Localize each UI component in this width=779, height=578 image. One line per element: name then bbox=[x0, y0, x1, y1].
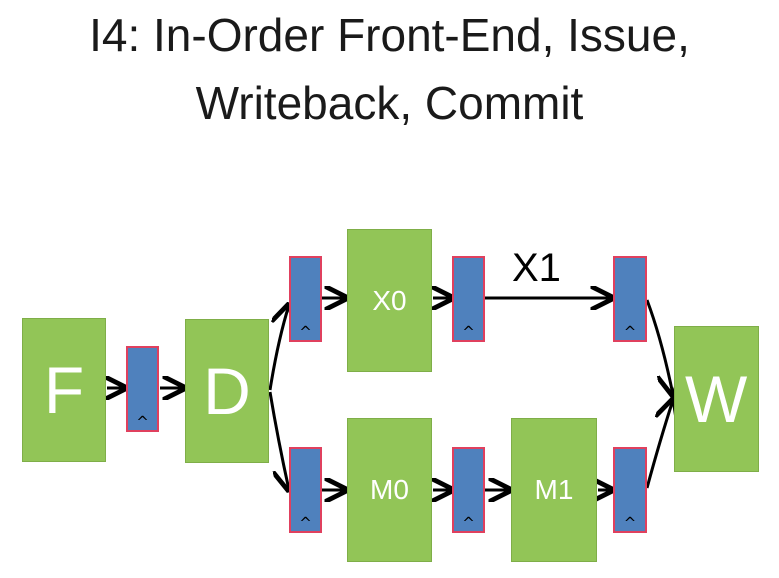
arrow-upper-reg-to-w bbox=[645, 299, 673, 395]
slide-title-line-1: I4: In-Order Front-End, Issue, bbox=[89, 9, 690, 61]
stage-m0: M0 bbox=[347, 418, 432, 562]
pipeline-register-d-m0: ^ bbox=[289, 447, 322, 533]
register-clock-mark: ^ bbox=[623, 514, 637, 532]
stage-d: D bbox=[185, 319, 269, 463]
stage-m1: M1 bbox=[511, 418, 597, 562]
arrow-d-to-upper-reg bbox=[268, 305, 289, 391]
arrow-lower-reg-to-w bbox=[645, 400, 673, 489]
pipeline-register-m1-w: ^ bbox=[613, 447, 647, 533]
register-clock-mark: ^ bbox=[462, 514, 475, 532]
register-clock-mark: ^ bbox=[299, 514, 312, 532]
register-clock-mark: ^ bbox=[299, 323, 312, 341]
slide-title-line-2: Writeback, Commit bbox=[195, 77, 584, 129]
register-clock-mark: ^ bbox=[623, 323, 637, 341]
label-x1: X1 bbox=[512, 246, 561, 290]
pipeline-register-x1-w: ^ bbox=[613, 256, 647, 342]
register-clock-mark: ^ bbox=[462, 323, 475, 341]
arrow-d-to-lower-reg bbox=[268, 391, 289, 490]
pipeline-register-f-d: ^ bbox=[126, 346, 159, 432]
stage-w: W bbox=[674, 326, 759, 472]
pipeline-register-d-x0: ^ bbox=[289, 256, 322, 342]
pipeline-register-m0-m1: ^ bbox=[452, 447, 485, 533]
register-clock-mark: ^ bbox=[136, 413, 149, 431]
stage-x0: X0 bbox=[347, 229, 432, 372]
stage-f: F bbox=[22, 318, 106, 462]
pipeline-register-x0-x1: ^ bbox=[452, 256, 485, 342]
